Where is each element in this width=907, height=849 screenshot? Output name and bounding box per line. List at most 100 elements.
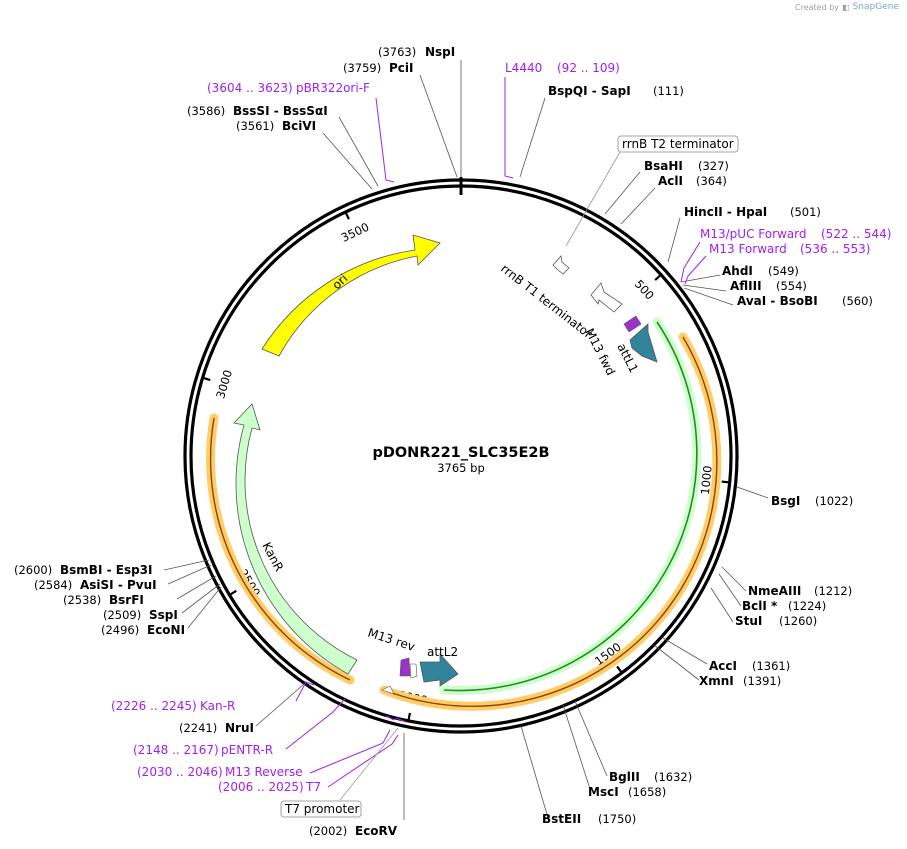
site-xmni: XmnI	[699, 674, 734, 688]
snapgene-logo-icon: ◧	[842, 2, 850, 12]
site-pos-ahdi: (549)	[768, 264, 799, 278]
site-afliii: AflIII	[730, 279, 762, 293]
tick-mark	[721, 480, 730, 484]
tick-mark	[228, 589, 237, 596]
attl2-label: attL2	[427, 645, 458, 659]
small-arrow-icon	[381, 685, 395, 695]
site-bglii: BglII	[609, 770, 640, 784]
primer-t7: T7	[305, 780, 321, 794]
tick-mark	[654, 273, 662, 281]
primer-range-m13-puc: (522 .. 544)	[821, 227, 891, 241]
plasmid-name: pDONR221_SLC35E2B	[372, 445, 549, 461]
site-bsssi: BssSI - BssSαI	[233, 104, 328, 118]
site-nspi: NspI	[425, 45, 455, 59]
plasmid-length: 3765 bp	[437, 461, 485, 475]
site-pos-asisi: (2584)	[34, 578, 72, 592]
tick-mark	[344, 211, 350, 220]
m13-rev-arrow	[399, 657, 411, 677]
site-asisi: AsiSI - PvuI	[80, 578, 157, 592]
site-hincii: HincII - HpaI	[684, 205, 767, 219]
primer-kan-r: Kan-R	[200, 699, 235, 713]
m13-fwd-arrow	[623, 315, 642, 333]
primer-range-l4440: (92 .. 109)	[557, 61, 620, 75]
primer-range-m13-forward: (536 .. 553)	[800, 242, 870, 256]
site-pos-bglii: (1632)	[654, 770, 692, 784]
primer-range-m13-reverse: (2030 .. 2046)	[137, 765, 223, 779]
site-pos-acci: (1361)	[752, 659, 790, 673]
tick-mark	[616, 665, 623, 674]
site-pos-bcli: (1224)	[788, 599, 826, 613]
site-pos-afliii: (554)	[776, 279, 807, 293]
orf-arcs	[206, 317, 722, 711]
credit-text: Created by	[795, 2, 840, 12]
site-pos-hincii: (501)	[790, 205, 821, 219]
site-pos-msci: (1658)	[628, 785, 666, 799]
tick-label: 500	[632, 277, 657, 303]
attl1-feature-arrow	[629, 323, 658, 363]
t7-promoter-arrow	[409, 663, 418, 679]
rrnb-t1-label: rrnB T1 terminator	[498, 261, 595, 341]
primer-pbr322: pBR322ori-F	[296, 81, 370, 95]
site-pos-avai: (560)	[842, 294, 873, 308]
site-sspi: SspI	[149, 608, 178, 622]
tick-mark	[407, 712, 412, 722]
site-pos-bsahi: (327)	[698, 159, 729, 173]
rrnb-t2-arrow	[552, 255, 570, 275]
site-pos-bsrfi: (2538)	[63, 593, 101, 607]
site-bsgi: BsgI	[771, 494, 800, 508]
tick-label: 3000	[213, 368, 235, 400]
credit-brand: SnapGene	[852, 2, 899, 12]
tick-label: 1000	[698, 465, 715, 496]
site-acci: AccI	[709, 659, 737, 673]
site-msci: MscI	[588, 785, 619, 799]
attl2-feature-arrow	[419, 652, 459, 687]
site-econi: EcoNI	[147, 623, 185, 637]
primer-m13-forward: M13 Forward	[709, 242, 787, 256]
site-pos-acli: (364)	[696, 174, 727, 188]
site-bcli: BclI *	[742, 599, 778, 613]
site-pos-nspi: (3763)	[378, 45, 416, 59]
primer-range-kan-r: (2226 .. 2245)	[111, 699, 197, 713]
site-ahdi: AhdI	[722, 264, 753, 278]
site-pos-bcivi: (3561)	[236, 119, 274, 133]
site-pos-xmni: (1391)	[743, 674, 781, 688]
site-pos-bspqi: (111)	[653, 84, 684, 98]
site-bsteii: BstEII	[542, 812, 581, 826]
primer-m13-reverse: M13 Reverse	[225, 765, 303, 779]
site-bcivi: BciVI	[282, 119, 316, 133]
site-pos-econi: (2496)	[101, 623, 139, 637]
primer-pentr-r: pENTR-R	[221, 743, 273, 757]
kanr-feature-arrow	[233, 403, 358, 675]
site-bsrfi: BsrFI	[109, 593, 144, 607]
site-ecorv: EcoRV	[355, 824, 398, 838]
site-bsahi: BsaHI	[644, 159, 683, 173]
site-pos-bsssi: (3586)	[187, 104, 225, 118]
primer-lines	[285, 77, 707, 788]
ori-feature-arrow	[261, 234, 441, 357]
site-nrui: NruI	[225, 721, 254, 735]
site-pos-bsgi: (1022)	[815, 494, 853, 508]
rrnb-t2-label-box	[617, 135, 739, 153]
site-pos-bsmbi: (2600)	[14, 563, 52, 577]
site-avai: AvaI - BsoBI	[737, 294, 818, 308]
m13-rev-label: M13 rev	[366, 626, 417, 654]
site-pos-pcii: (3759)	[343, 61, 381, 75]
orf-green-arc	[439, 317, 702, 696]
snapgene-credit: Created by ◧ SnapGene	[795, 2, 899, 12]
rrnb-t2-label: rrnB T2 terminator	[622, 137, 734, 151]
site-bspqi: BspQI - SapI	[548, 84, 631, 98]
site-acli: AclI	[658, 174, 683, 188]
orf-orange-arc-left	[206, 413, 355, 685]
rrnb-t1-arrow	[590, 282, 623, 313]
site-pos-nmeaiii: (1212)	[814, 584, 852, 598]
primer-l4440: L4440	[505, 61, 542, 75]
t7-promoter-label-box	[280, 800, 362, 818]
site-nmeaiii: NmeAIII	[748, 584, 801, 598]
site-pcii: PciI	[389, 61, 414, 75]
primer-range-t7: (2006 .. 2025)	[218, 780, 304, 794]
site-pos-ecorv: (2002)	[309, 824, 347, 838]
site-stui: StuI	[735, 614, 762, 628]
tick-label: 3500	[339, 220, 371, 245]
site-pos-stui: (1260)	[779, 614, 817, 628]
